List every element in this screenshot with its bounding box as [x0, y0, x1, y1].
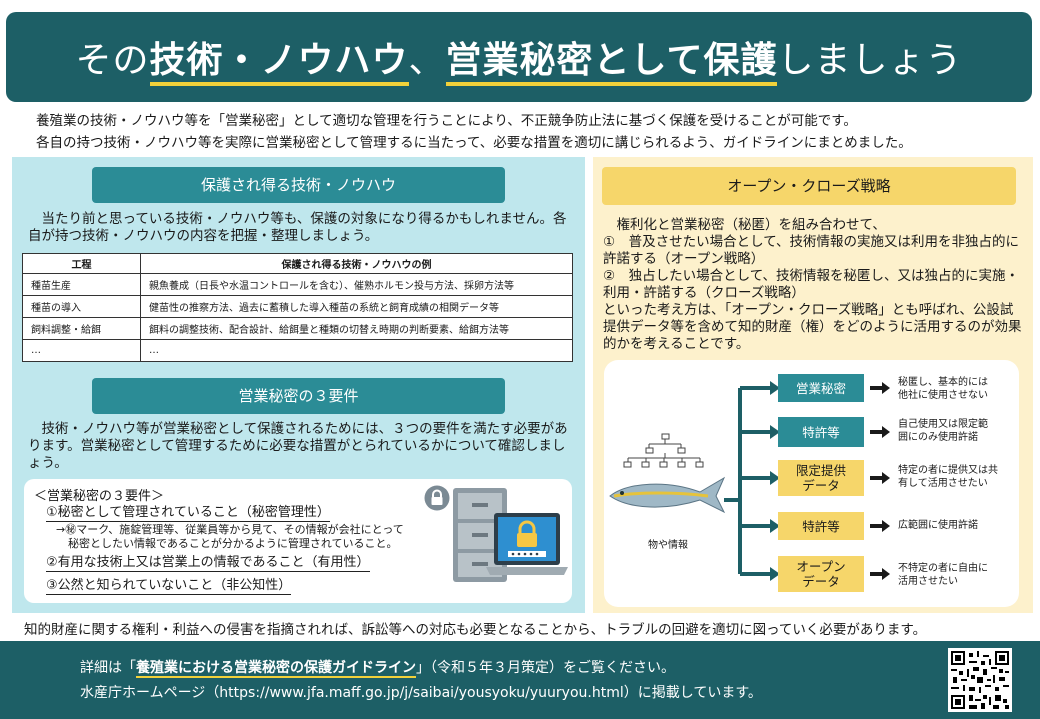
branch-connector [724, 381, 780, 581]
open-close-line-intro: 権利化と営業秘密（秘匿）を組み合わせて、 [603, 217, 886, 233]
table-row: 種苗生産 親魚養成（日長や水温コントロールを含む）、催熟ホルモン投与方法、採卵方… [22, 273, 573, 296]
requirement-usefulness: ②有用な技術上又は営業上の情報であること（有用性） [46, 555, 370, 572]
open-close-description: 権利化と営業秘密（秘匿）を組み合わせて、 ① 普及させたい場合として、技術情報の… [603, 217, 1023, 353]
arrow-right-icon [870, 568, 890, 580]
title-banner: その技術・ノウハウ、営業秘密として保護しましょう [6, 12, 1032, 102]
qr-code[interactable] [948, 648, 1012, 712]
table-header-examples: 保護され得る技術・ノウハウの例 [140, 253, 573, 274]
dispute-warning-note: 知的財産に関する権利・利益への侵害を指摘されれば、訴訟等への対応も必要となること… [24, 622, 927, 638]
strategy-desc-line: 広範囲に使用許諾 [898, 520, 978, 531]
open-close-diagram: 物や情報 営業秘密 特許等 限定提供 データ 特許等 オープン [604, 360, 1019, 607]
requirements-box: ＜営業秘密の３要件＞ ①秘密として管理されていること（秘密管理性） →㊙マーク、… [24, 479, 572, 603]
requirement-secrecy: ①秘密として管理されていること（秘密管理性） [46, 505, 330, 522]
strategy-box-label: 限定提供 [795, 463, 846, 478]
arrow-right-icon [870, 472, 890, 484]
table-header-process: 工程 [22, 253, 141, 274]
open-close-line-close: ② 独占したい場合として、技術情報を秘匿し、又は独占的に実施・利用・許諾する（ク… [603, 268, 1020, 301]
protectable-description: 当たり前と思っている技術・ノウハウ等も、保護の対象になり得るかもしれません。各自… [28, 211, 567, 244]
footer-guideline-line: 詳細は「養殖業における営業秘密の保護ガイドライン」（令和５年３月策定）をご覧くだ… [80, 657, 675, 678]
open-close-line-summary: といった考え方は、「オープン・クローズ戦略」とも呼ばれ、公設試提供データ等を含め… [603, 302, 1022, 352]
open-close-line-open: ① 普及させたい場合として、技術情報の実施又は利用を非独占的に許諾する（オープン… [603, 234, 1020, 267]
fish-icon [609, 476, 726, 514]
table-row: 飼料調整・給餌 餌料の調整技術、配合設計、給餌量と種類の切替え時期の判断要素、給… [22, 317, 573, 340]
section-heading-open-close: オープン・クローズ戦略 [602, 167, 1016, 205]
strategy-box-label: 特許等 [802, 518, 840, 534]
strategy-desc-line: 有して活用させたい [898, 478, 988, 489]
section-heading-three-requirements: 営業秘密の３要件 [92, 378, 505, 414]
strategy-desc-patent-limited: 自己使用又は限定範 囲にのみ使用許諾 [898, 418, 988, 444]
footer-post: 」（令和５年３月策定）をご覧ください。 [416, 660, 675, 676]
table-cell: 健苗性の推察方法、過去に蓄積した導入種苗の系統と飼育成績の相関データ等 [140, 295, 573, 318]
table-cell: … [22, 339, 141, 362]
strategy-box-trade-secret: 営業秘密 [778, 374, 864, 402]
padlock-icon [424, 485, 450, 511]
requirements-title: ＜営業秘密の３要件＞ [34, 489, 165, 504]
table-row: 種苗の導入 健苗性の推察方法、過去に蓄積した導入種苗の系統と飼育成績の相関データ… [22, 295, 573, 318]
title-post: しましょう [777, 40, 963, 81]
arrow-right-icon [870, 426, 890, 438]
table-cell: … [140, 339, 573, 362]
requirement-secrecy-detail-line-1: →㊙マーク、施錠管理等、従業員等から見て、その情報が会社にとって [56, 523, 404, 536]
strategy-desc-open-data: 不特定の者に自由に 活用させたい [898, 562, 988, 588]
strategy-box-limited-data: 限定提供 データ [778, 460, 864, 496]
requirement-secrecy-detail: →㊙マーク、施錠管理等、従業員等から見て、その情報が会社にとって 秘密としたい情… [56, 523, 404, 551]
strategy-desc-line: 特定の者に提供又は共 [898, 465, 998, 476]
strategy-desc-line: 不特定の者に自由に [898, 563, 988, 574]
table-cell: 種苗生産 [22, 273, 141, 296]
strategy-desc-line: 活用させたい [898, 576, 958, 587]
table-cell: 親魚養成（日長や水温コントロールを含む）、催熟ホルモン投与方法、採卵方法等 [140, 273, 573, 296]
strategy-box-label: 特許等 [802, 424, 840, 440]
table-cell: 飼料調整・給餌 [22, 317, 141, 340]
requirements-description: 技術・ノウハウ等が営業秘密として保護されるためには、３つの要件を満たす必要があり… [28, 421, 568, 471]
strategy-box-patent-limited: 特許等 [778, 417, 864, 447]
qr-code-icon [951, 651, 1009, 709]
intro-line-1: 養殖業の技術・ノウハウ等を「営業秘密」として適切な管理を行うことにより、不正競争… [36, 113, 857, 129]
requirement-secrecy-detail-line-2: 秘密としたい情報であることが分かるように管理されていること。 [68, 537, 398, 550]
data-network-icon [623, 433, 704, 468]
strategy-desc-line: 囲にのみ使用許諾 [898, 432, 978, 443]
strategy-box-label-line-2: データ [802, 574, 840, 589]
locked-laptop-icon [486, 513, 568, 575]
know-how-table: 工程 保護され得る技術・ノウハウの例 種苗生産 親魚養成（日長や水温コントロール… [22, 253, 573, 362]
table-header-row: 工程 保護され得る技術・ノウハウの例 [22, 253, 573, 274]
title-highlight-tech: 技術・ノウハウ [149, 40, 409, 86]
source-label: 物や情報 [648, 540, 688, 551]
strategy-desc-line: 秘匿し、基本的には [898, 377, 988, 388]
arrow-right-icon [870, 382, 890, 394]
guideline-title-link[interactable]: 養殖業における営業秘密の保護ガイドライン [136, 660, 416, 678]
strategy-box-label: オープン [796, 559, 846, 574]
strategy-desc-line: 自己使用又は限定範 [898, 419, 988, 430]
strategy-desc-line: 他社に使用させない [898, 390, 988, 401]
table-cell: 餌料の調整技術、配合設計、給餌量と種類の切替え時期の判断要素、給餌方法等 [140, 317, 573, 340]
filing-cabinet-icon [453, 488, 507, 582]
section-heading-protectable: 保護され得る技術・ノウハウ [92, 167, 505, 203]
strategy-box-patent-wide: 特許等 [778, 512, 864, 540]
intro-line-2: 各自の持つ技術・ノウハウ等を実際に営業秘密として管理するに当たって、必要な措置を… [36, 135, 912, 151]
requirement-non-public: ③公然と知られていないこと（非公知性） [46, 578, 292, 595]
strategy-desc-limited-data: 特定の者に提供又は共 有して活用させたい [898, 464, 998, 490]
strategy-desc-trade-secret: 秘匿し、基本的には 他社に使用させない [898, 376, 988, 402]
strategy-box-label: 営業秘密 [795, 380, 846, 396]
footer-url-line: 水産庁ホームページ（https://www.jfa.maff.go.jp/j/s… [80, 685, 762, 701]
strategy-box-open-data: オープン データ [778, 556, 864, 592]
title-highlight-protect: 営業秘密として保護 [445, 40, 778, 86]
table-cell: 種苗の導入 [22, 295, 141, 318]
arrow-right-icon [870, 520, 890, 532]
strategy-desc-patent-wide: 広範囲に使用許諾 [898, 519, 978, 532]
footer-bar: 詳細は「養殖業における営業秘密の保護ガイドライン」（令和５年３月策定）をご覧くだ… [0, 641, 1040, 719]
title-pre: その [75, 40, 150, 81]
title-mid: 、 [408, 40, 446, 81]
footer-pre: 詳細は「 [80, 660, 136, 676]
table-row: … … [22, 339, 573, 362]
page-title: その技術・ノウハウ、営業秘密として保護しましょう [75, 31, 963, 86]
strategy-box-label-line-2: データ [802, 478, 840, 493]
intro-text: 養殖業の技術・ノウハウ等を「営業秘密」として適切な管理を行うことにより、不正競争… [36, 110, 1016, 154]
